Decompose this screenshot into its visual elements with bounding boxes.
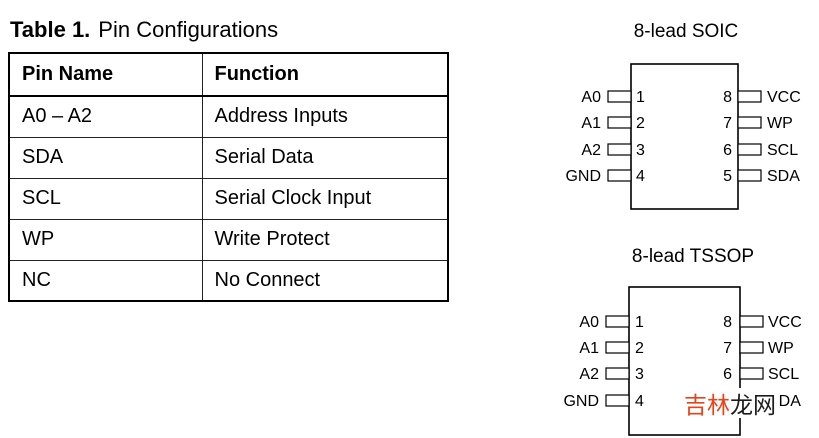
pin-number: 1 (635, 314, 644, 331)
pin-lead (605, 341, 630, 354)
tssop-title: 8-lead TSSOP (632, 246, 754, 267)
soic-title: 8-lead SOIC (634, 21, 739, 42)
table-row: SDA Serial Data (8, 136, 449, 179)
tssop-left-pins: A0 1 A1 2 A2 3 GND 4 (563, 314, 644, 410)
soic-body (630, 63, 739, 210)
pin-label: WP (768, 340, 794, 357)
pin: A0 1 (581, 89, 645, 106)
table-title: Table 1. Pin Configurations (10, 16, 278, 44)
header-pin-name: Pin Name (8, 52, 203, 97)
pin: A1 2 (579, 340, 644, 357)
table-caption: Pin Configurations (98, 17, 279, 42)
pin-number: 7 (723, 340, 732, 357)
pin: A2 3 (581, 142, 645, 159)
pin-number: 6 (723, 142, 732, 159)
pin-lead (607, 90, 632, 103)
pin-label: A1 (579, 340, 599, 357)
pin-lead (737, 169, 762, 182)
watermark-char: 吉 (684, 392, 707, 418)
pin: 6 SCL (723, 142, 798, 159)
pin-number: 4 (636, 168, 645, 185)
header-function: Function (201, 52, 449, 97)
pin: A2 3 (579, 366, 644, 383)
pin-number: 4 (635, 393, 644, 410)
pin: 7 WP (723, 115, 793, 132)
pin-label: SCL (768, 366, 799, 383)
cell-function: Serial Data (201, 136, 449, 179)
pin-label: GND (563, 393, 599, 410)
pin-label: A2 (579, 366, 599, 383)
watermark-char: 网 (753, 392, 776, 418)
cell-function: Serial Clock Input (201, 177, 449, 220)
pin-lead (739, 367, 764, 380)
pin-lead (607, 116, 632, 129)
pin-lead (739, 315, 764, 328)
cell-function: No Connect (201, 259, 449, 302)
soic-right-pins: 8 VCC 7 WP 6 SCL 5 SDA (723, 89, 801, 185)
pin-lead (605, 315, 630, 328)
tssop-body (628, 286, 741, 436)
pin: 8 VCC (723, 314, 802, 331)
table-row: A0 – A2 Address Inputs (8, 95, 449, 138)
pin-lead (739, 341, 764, 354)
watermark-backdrop (684, 388, 778, 418)
pin: 8 VCC (723, 89, 801, 106)
pin-number: 2 (636, 115, 645, 132)
pin-label: VCC (767, 89, 801, 106)
pin-label: GND (565, 168, 601, 185)
table-header-row: Pin Name Function (8, 52, 449, 97)
watermark: 吉林龙网 (684, 388, 778, 418)
pin-label: SDA (767, 168, 800, 185)
pin-label: VCC (768, 314, 802, 331)
cell-pin-name: SCL (8, 177, 203, 220)
pin: GND 4 (565, 168, 645, 185)
cell-function: Write Protect (201, 218, 449, 261)
pin-label: SCL (767, 142, 798, 159)
pin-number: 5 (723, 168, 732, 185)
watermark-char: 龙 (730, 392, 753, 418)
pin-lead (605, 367, 630, 380)
pin-number: 7 (723, 115, 732, 132)
table-number: Table 1. (10, 17, 91, 42)
pin-number: 1 (636, 89, 645, 106)
pin-label: A1 (581, 115, 601, 132)
pin-label: WP (767, 115, 793, 132)
pin-configuration-table: Pin Name Function A0 – A2 Address Inputs… (8, 52, 449, 302)
pin-lead (607, 169, 632, 182)
table-row: NC No Connect (8, 259, 449, 302)
pin-label: A0 (579, 314, 599, 331)
table-row: SCL Serial Clock Input (8, 177, 449, 220)
pin: 7 WP (723, 340, 794, 357)
pin: A1 2 (581, 115, 645, 132)
pin: A0 1 (579, 314, 644, 331)
pin-lead (607, 143, 632, 156)
pin-lead (605, 394, 630, 407)
pin: 5 SDA (723, 168, 800, 185)
cell-pin-name: NC (8, 259, 203, 302)
table-row: WP Write Protect (8, 218, 449, 261)
pin-label: A2 (581, 142, 601, 159)
watermark-text: 吉林龙网 (684, 392, 776, 418)
pin-label: A0 (581, 89, 601, 106)
pin-number: 2 (635, 340, 644, 357)
watermark-char: 林 (707, 392, 730, 418)
pin: 6 SCL (723, 366, 799, 383)
pin: GND 4 (563, 393, 644, 410)
pin-number: 6 (723, 366, 732, 383)
pin-number: 8 (723, 89, 732, 106)
pin-lead (737, 143, 762, 156)
pin-number: 8 (723, 314, 732, 331)
pin-lead (737, 90, 762, 103)
pin-lead (737, 116, 762, 129)
soic-package: 8-lead SOIC A0 1 A1 2 A2 3 GND 4 (565, 21, 801, 210)
pin-number: 3 (636, 142, 645, 159)
pin-number: 3 (635, 366, 644, 383)
soic-left-pins: A0 1 A1 2 A2 3 GND 4 (565, 89, 645, 185)
